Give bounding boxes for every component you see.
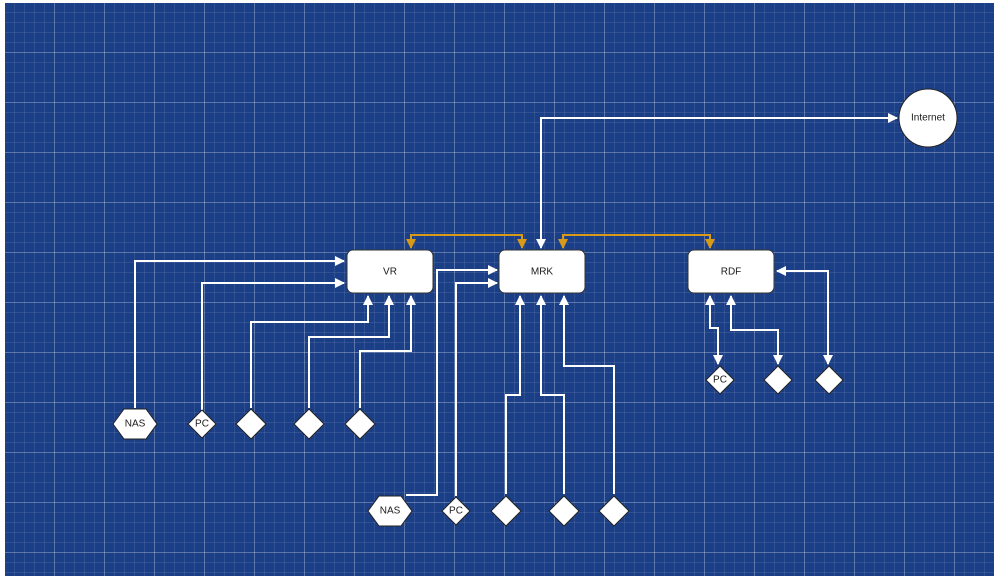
node-pc-bottom[interactable]: PC [441, 496, 471, 526]
node-nas-bottom-label: NAS [380, 506, 401, 517]
node-internet[interactable]: Internet [898, 88, 958, 148]
node-vr[interactable]: VR [346, 249, 434, 294]
link-device5-mrk[interactable] [536, 295, 565, 494]
link-vr-mrk[interactable] [406, 234, 527, 249]
node-device2[interactable] [293, 408, 325, 440]
node-device3[interactable] [344, 408, 376, 440]
node-pc-left-label: PC [195, 419, 209, 430]
node-pc-right[interactable]: PC [705, 365, 735, 395]
link-mrk-rdf[interactable] [558, 234, 715, 249]
node-rdf[interactable]: RDF [687, 249, 775, 294]
link-nas-vr[interactable] [134, 256, 345, 408]
node-device5[interactable] [548, 495, 580, 527]
node-device4[interactable] [490, 495, 522, 527]
link-device8-rdf[interactable] [776, 266, 833, 365]
link-device4-mrk[interactable] [505, 295, 525, 494]
node-pc-right-label: PC [713, 375, 727, 386]
link-device6-mrk[interactable] [559, 295, 615, 494]
link-pc-mrk[interactable] [455, 278, 498, 496]
node-pc-bottom-label: PC [449, 506, 463, 517]
node-mrk[interactable]: MRK [498, 249, 586, 294]
node-device7[interactable] [763, 365, 793, 395]
node-internet-label: Internet [911, 113, 945, 124]
node-nas-left[interactable]: NAS [112, 408, 158, 440]
node-pc-left[interactable]: PC [187, 409, 217, 439]
link-device2-vr[interactable] [308, 295, 394, 408]
node-mrk-label: MRK [531, 267, 554, 278]
node-rdf-label: RDF [721, 267, 742, 278]
link-device1-vr[interactable] [250, 295, 373, 408]
link-nas-mrk[interactable] [406, 265, 498, 496]
node-device1[interactable] [235, 408, 267, 440]
link-device3-vr[interactable] [359, 295, 416, 408]
link-pc-vr[interactable] [201, 278, 345, 410]
node-nas-bottom[interactable]: NAS [367, 495, 413, 527]
link-mrk-internet[interactable] [536, 113, 898, 249]
node-device8[interactable] [814, 365, 844, 395]
node-device6[interactable] [598, 495, 630, 527]
link-pc-rdf[interactable] [705, 295, 723, 365]
link-device7-rdf[interactable] [726, 295, 783, 365]
node-vr-label: VR [383, 267, 397, 278]
node-nas-left-label: NAS [125, 419, 146, 430]
